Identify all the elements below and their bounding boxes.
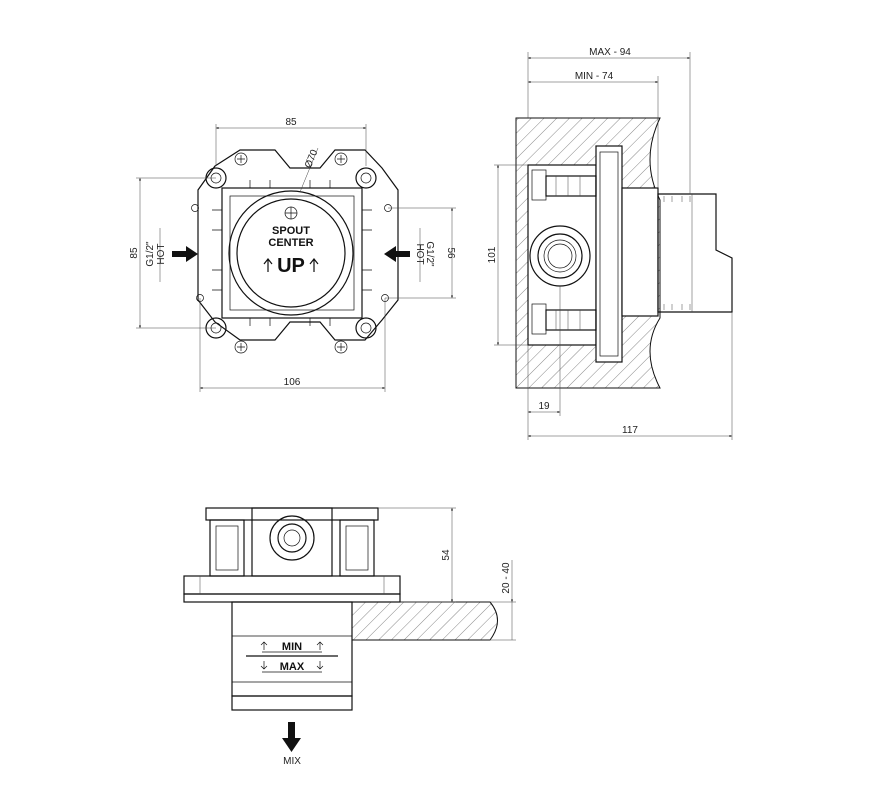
svg-text:117: 117 xyxy=(622,425,638,436)
side-inlet-bottom xyxy=(531,303,597,335)
up-label: UP xyxy=(277,255,305,277)
svg-text:85: 85 xyxy=(285,117,297,128)
svg-text:MIN - 74: MIN - 74 xyxy=(575,71,614,82)
left-port-label: G1/2" HOT xyxy=(145,228,167,282)
svg-text:HOT: HOT xyxy=(156,243,167,264)
mix-label: MIX xyxy=(283,756,301,767)
svg-text:101: 101 xyxy=(487,246,498,263)
dim-min: MIN - 74 xyxy=(528,71,659,188)
up-arrow-icon xyxy=(263,258,319,272)
dim-top-width: 85 xyxy=(215,117,367,166)
spout-center-line1: SPOUT xyxy=(272,225,310,237)
dim-left-height: 85 xyxy=(129,177,216,329)
front-view: SPOUT CENTER UP 85 Ø70 xyxy=(129,117,456,392)
svg-text:MAX - 94: MAX - 94 xyxy=(589,47,631,58)
svg-text:HOT: HOT xyxy=(414,243,425,264)
side-view: MAX - 94 MIN - 74 101 19 117 xyxy=(487,47,733,440)
bottom-view: MIN MAX MIX 54 xyxy=(183,507,516,767)
svg-text:Ø70: Ø70 xyxy=(303,148,320,170)
dim-height-101: 101 xyxy=(487,164,528,346)
svg-text:56: 56 xyxy=(445,247,456,259)
dim-bottom-width: 106 xyxy=(199,298,386,392)
hot-inlet-right-arrow-icon xyxy=(384,246,410,262)
svg-text:85: 85 xyxy=(129,247,140,259)
dim-max: MAX - 94 xyxy=(527,47,691,194)
spout-center-line2: CENTER xyxy=(268,237,313,249)
svg-text:19: 19 xyxy=(538,401,550,412)
svg-text:G1/2": G1/2" xyxy=(424,241,435,267)
right-port-label: G1/2" HOT xyxy=(414,228,435,282)
svg-text:G1/2": G1/2" xyxy=(145,241,156,267)
hot-inlet-left-arrow-icon xyxy=(172,246,198,262)
side-inlet-top xyxy=(531,169,597,201)
min-max-indicator: MIN MAX xyxy=(246,641,338,673)
front-flange: SPOUT CENTER UP xyxy=(191,149,399,354)
bottom-wall-section xyxy=(351,601,498,641)
mix-arrow-icon xyxy=(282,722,301,752)
dim-offset-19: 19 xyxy=(527,286,561,416)
dim-bottom-height-54: 54 xyxy=(378,507,456,603)
dim-wall-range: 20 - 40 xyxy=(490,560,516,641)
max-down-arrow-icon xyxy=(260,661,324,670)
min-label: MIN xyxy=(282,641,302,653)
svg-text:54: 54 xyxy=(441,549,452,561)
svg-text:106: 106 xyxy=(284,377,301,388)
min-up-arrow-icon xyxy=(260,641,324,650)
dim-total-117: 117 xyxy=(527,312,733,440)
dim-right-height: 56 xyxy=(385,207,456,299)
svg-text:20 - 40: 20 - 40 xyxy=(501,562,512,594)
max-label: MAX xyxy=(280,661,305,673)
